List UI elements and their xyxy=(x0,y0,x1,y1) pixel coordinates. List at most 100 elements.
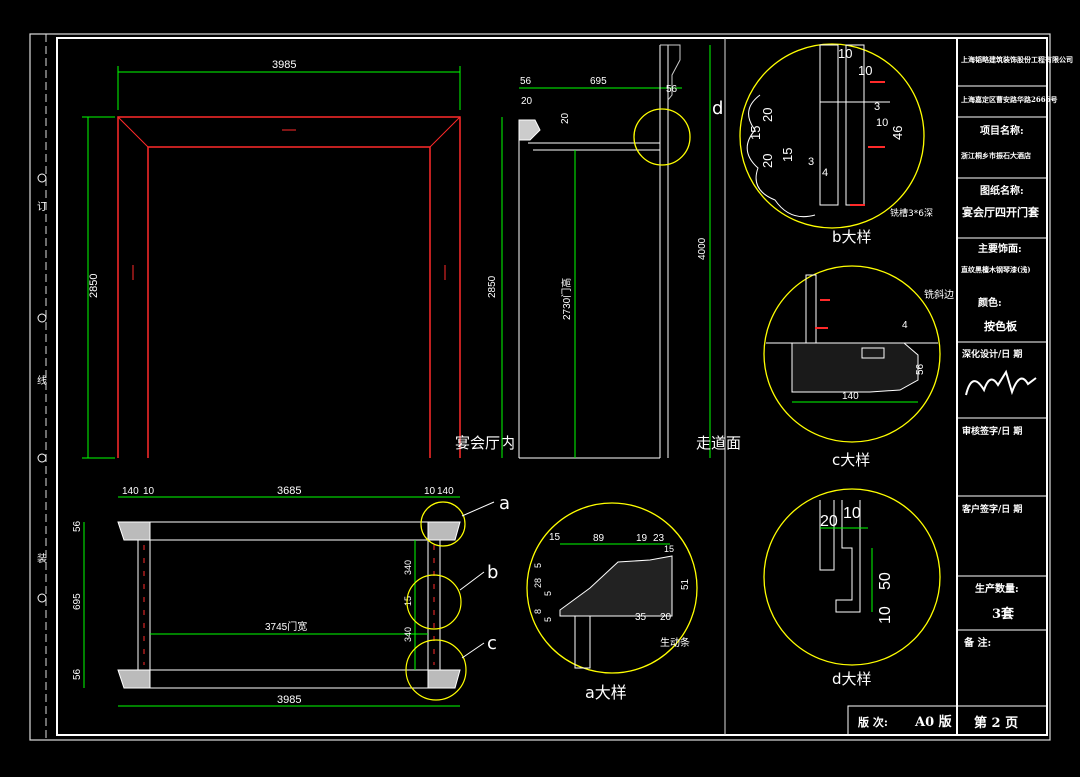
detail-a-title: a大样 xyxy=(585,683,627,702)
tb-color-label: 颜色: xyxy=(978,296,1002,309)
callout-c: c xyxy=(487,633,497,654)
detail-b-dim-4: 20 xyxy=(760,108,775,122)
side-dim-6: 2850 xyxy=(487,275,498,298)
tb-remark-label: 备 注: xyxy=(963,636,991,649)
detail-a-dim-5: 5 xyxy=(533,563,543,568)
detail-d-dim-1: 20 xyxy=(820,513,838,530)
detail-a-dim-12: 51 xyxy=(680,578,691,590)
plan-left-dim-1: 56 xyxy=(72,520,83,532)
detail-b-dim-5: 20 xyxy=(760,154,775,168)
detail-c-dim-2: 56 xyxy=(915,363,926,375)
detail-b-title: b大样 xyxy=(832,228,872,246)
detail-a-dim-9: 5 xyxy=(543,617,553,622)
tb-version-value: A0 版 xyxy=(914,714,952,730)
front-elevation: 3985 2850 宴会厅内 xyxy=(82,59,515,459)
detail-a-note: 生动条 xyxy=(660,636,690,649)
detail-a-dim-6: 28 xyxy=(533,578,543,588)
detail-c-dim-1: 4 xyxy=(902,320,908,331)
detail-d-dim-3: 50 xyxy=(877,572,894,590)
plan-right-dim-2: 15 xyxy=(403,596,413,606)
detail-b-dim-7: 3 xyxy=(808,156,814,168)
tb-project-label: 项目名称: xyxy=(980,124,1024,137)
plan-top-dim-1: 140 xyxy=(122,486,139,497)
tb-color-value: 按色板 xyxy=(984,319,1018,333)
plan-bottom-dim: 3985 xyxy=(277,694,301,706)
side-dim-2: 695 xyxy=(590,76,607,87)
detail-c: 4 56 140 铣斜边 c大样 xyxy=(763,265,954,469)
tb-qty-value: 3套 xyxy=(992,606,1015,622)
detail-b: 10 10 15 20 20 15 3 4 3 46 10 铣槽3*6深 b大样 xyxy=(739,43,933,246)
side-dim-5: 20 xyxy=(560,112,571,124)
plan-view: 140 10 3685 10 140 3985 56 695 56 3745门宽… xyxy=(72,485,510,707)
detail-c-note: 铣斜边 xyxy=(924,288,954,301)
detail-b-dim-3: 15 xyxy=(748,126,763,140)
plan-top-dim-2: 10 xyxy=(143,486,155,497)
tb-material-label: 主要饰面: xyxy=(978,242,1022,255)
tb-project-name: 浙江桐乡市振石大酒店 xyxy=(961,151,1031,160)
detail-d: 20 10 50 10 d大样 xyxy=(763,488,941,688)
detail-b-dim-6: 15 xyxy=(780,148,795,162)
callout-d: d xyxy=(712,98,723,119)
detail-a-dim-7: 5 xyxy=(543,591,553,596)
side-dim-8: 4000 xyxy=(697,237,708,260)
tb-drawing-label: 图纸名称: xyxy=(980,184,1024,197)
detail-a-dim-1: 15 xyxy=(549,532,561,543)
callout-a: a xyxy=(499,493,510,514)
detail-a-dim-8: 8 xyxy=(533,609,543,614)
side-dim-1: 56 xyxy=(520,76,532,87)
binding-margin: 订 线 装 xyxy=(37,173,47,603)
detail-a-dim-3: 19 xyxy=(636,533,648,544)
tb-review-label: 审核签字/日 期 xyxy=(962,425,1022,437)
detail-b-note: 铣槽3*6深 xyxy=(890,207,933,219)
tb-qty-label: 生产数量: xyxy=(975,582,1019,595)
detail-d-title: d大样 xyxy=(832,670,872,688)
inner-side-label: 宴会厅内 xyxy=(455,434,515,452)
tb-company: 上海韬略建筑装饰股份工程有限公司 xyxy=(961,55,1073,64)
plan-top-dim-3: 3685 xyxy=(277,485,301,497)
callout-b: b xyxy=(487,562,498,583)
detail-c-dim-3: 140 xyxy=(842,391,859,402)
tb-version-label: 版 次: xyxy=(858,715,888,729)
side-dim-7: 2730门高 xyxy=(560,278,573,320)
plan-left-dim-2: 695 xyxy=(72,593,83,610)
detail-a-dim-2: 89 xyxy=(593,533,605,544)
plan-inner-dim: 3745门宽 xyxy=(265,620,307,633)
detail-d-dim-2: 10 xyxy=(843,505,861,522)
side-dim-4: 20 xyxy=(521,96,533,107)
detail-b-dim-2: 10 xyxy=(858,63,872,78)
title-block: 上海韬略建筑装饰股份工程有限公司 上海嘉定区曹安路华路2666号 项目名称: 浙… xyxy=(847,55,1073,736)
detail-a-dim-11: 20 xyxy=(660,612,672,623)
side-section: 56 695 56 20 20 2850 2730门高 4000 d 走道面 xyxy=(487,44,741,459)
tb-client-label: 客户签字/日 期 xyxy=(961,503,1022,515)
plan-top-dim-5: 140 xyxy=(437,486,454,497)
front-width-dim: 3985 xyxy=(272,59,296,71)
inner-border xyxy=(56,37,1048,736)
designer-signature xyxy=(965,369,1037,396)
tb-address: 上海嘉定区曹安路华路2666号 xyxy=(961,95,1057,104)
tb-page-label: 第 2 页 xyxy=(974,715,1018,731)
outer-border xyxy=(29,33,1051,741)
detail-b-dim-10: 46 xyxy=(890,126,905,140)
detail-a: 15 89 19 23 5 28 5 8 5 35 20 51 15 生动条 a… xyxy=(526,502,698,702)
front-height-dim: 2850 xyxy=(88,274,100,298)
tb-material-value: 直纹黑檀木钢琴漆(浅) xyxy=(961,265,1031,274)
margin-text-1: 订 xyxy=(37,201,47,213)
detail-a-dim-13: 15 xyxy=(664,544,674,554)
detail-b-dim-8: 4 xyxy=(822,167,828,179)
detail-d-dim-4: 10 xyxy=(877,606,894,624)
detail-a-dim-4: 23 xyxy=(653,533,665,544)
plan-left-dim-3: 56 xyxy=(72,668,83,680)
outer-side-label: 走道面 xyxy=(696,434,741,452)
detail-b-dim-1: 10 xyxy=(838,46,852,61)
detail-a-dim-10: 35 xyxy=(635,612,647,623)
tb-drawing-name: 宴会厅四开门套 xyxy=(962,205,1040,219)
plan-top-dim-4: 10 xyxy=(424,486,436,497)
detail-b-dim-11: 10 xyxy=(876,117,888,129)
margin-text-2: 线 xyxy=(37,374,47,387)
plan-right-dim-1: 340 xyxy=(403,560,413,575)
detail-b-dim-9: 3 xyxy=(874,101,880,113)
margin-text-3: 装 xyxy=(37,552,47,565)
tb-design-label: 深化设计/日 期 xyxy=(962,348,1022,360)
detail-c-title: c大样 xyxy=(832,451,870,469)
